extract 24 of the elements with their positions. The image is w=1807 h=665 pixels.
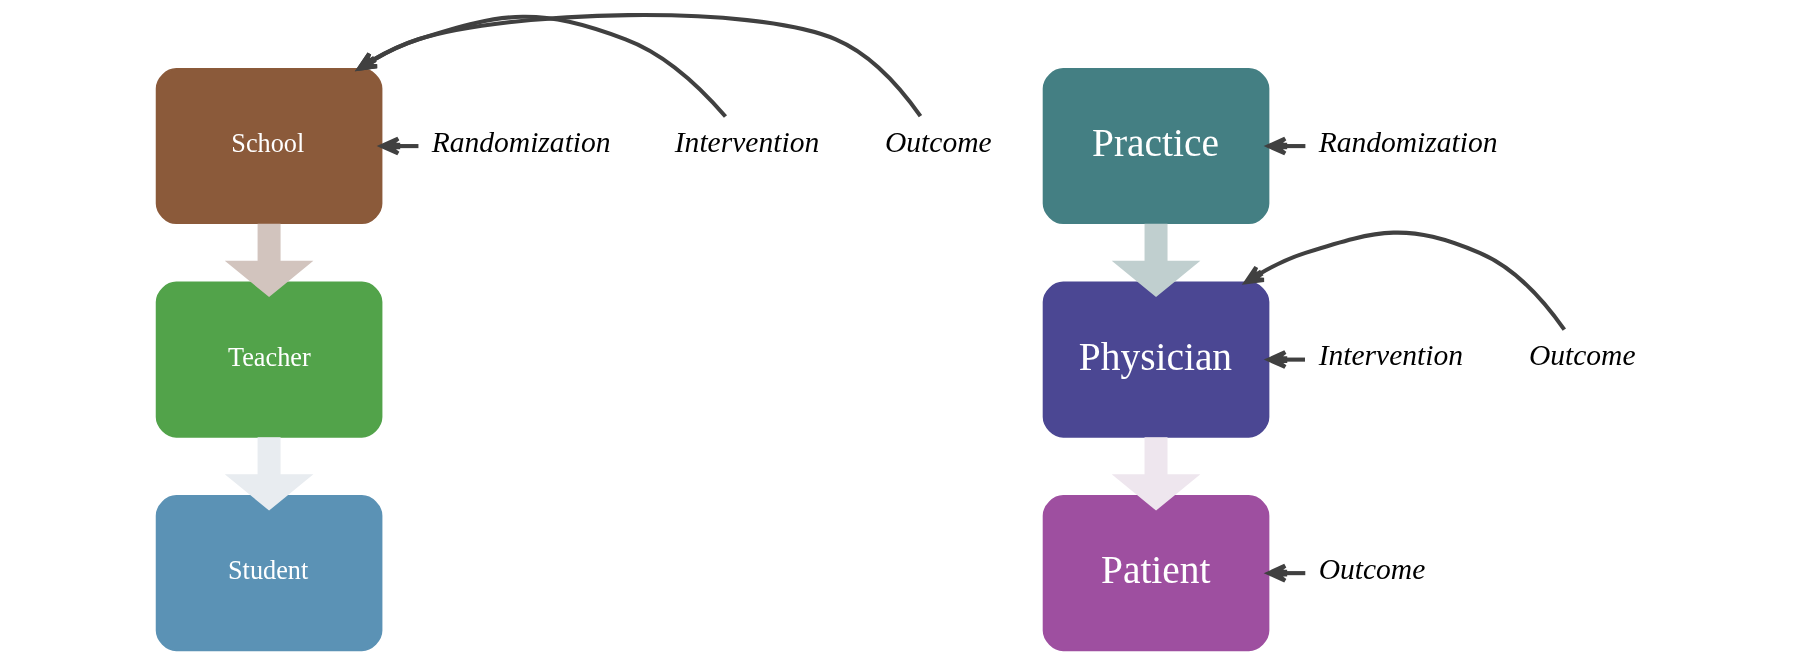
- node-text: Outcome: [885, 125, 992, 158]
- arrow: [1266, 350, 1306, 370]
- node-box: Student: [155, 495, 383, 652]
- arrow: [379, 136, 419, 156]
- arrow: [357, 14, 728, 118]
- node-box: School: [155, 68, 383, 225]
- arrow: [224, 223, 314, 298]
- node-box: Physician: [1042, 281, 1270, 438]
- node-text: Outcome: [1528, 339, 1636, 372]
- node-text: Randomization: [431, 125, 611, 158]
- arrow: [1244, 230, 1566, 331]
- arrow: [1266, 136, 1306, 156]
- node-text: Intervention: [674, 125, 820, 158]
- arrow: [224, 437, 314, 511]
- node-text: Randomization: [1318, 125, 1498, 158]
- node-text: Outcome: [1318, 552, 1426, 585]
- arrow: [1266, 563, 1306, 583]
- node-text: Intervention: [1318, 339, 1464, 372]
- arrow: [1111, 437, 1201, 511]
- arrow: [357, 13, 923, 118]
- node-box: Patient: [1042, 495, 1270, 652]
- arrow: [1111, 223, 1201, 298]
- node-box: Teacher: [155, 281, 383, 438]
- node-box: Practice: [1042, 68, 1270, 225]
